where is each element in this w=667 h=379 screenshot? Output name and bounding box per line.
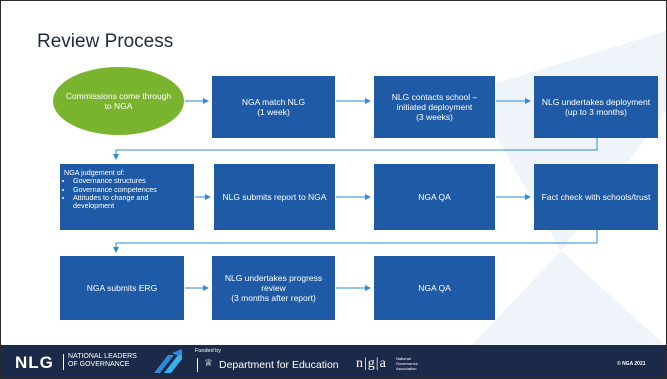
slide-title: Review Process [37,31,174,52]
nga-sub-line-2: Governance [396,360,418,366]
nga-qa-text-2: NGA QA [418,282,451,293]
dfe-divider [197,358,198,372]
nlg-contacts-box: NLG contacts school – initiated deployme… [374,76,495,138]
nlg-subtitle: NATIONAL LEADERS OF GOVERNANCE [68,353,137,369]
nlg-deployment-text: NLG undertakes deployment (up to 3 month… [541,96,651,117]
nlg-divider [63,354,64,370]
commissions-text: Commissions come through to NGA [65,90,172,111]
nga-qa-box-1: NGA QA [374,164,495,230]
nlg-arrow-stripe-icon [154,349,182,373]
fact-check-box: Fact check with schools/trust [534,164,658,230]
footer-bar: NLG NATIONAL LEADERS OF GOVERNANCE Funde… [1,345,666,378]
nga-sub-line-1: National [396,356,411,361]
nlg-progress-review-text: NLG undertakes progress review (3 months… [224,272,323,304]
nga-logo-subtitle: National Governance Association [396,356,418,371]
judgement-title: NGA judgement of: [64,168,125,177]
commissions-ellipse: Commissions come through to NGA [53,67,184,135]
funded-by-label: Funded by [195,348,221,354]
judgement-list: Governance structures Governance compete… [64,176,190,211]
nga-match-box: NGA match NLG (1 week) [212,76,335,138]
judgement-item: Attitudes to change and development [73,193,190,211]
nlg-line-1: NATIONAL LEADERS [68,353,137,360]
nlg-logo: NLG [15,353,54,372]
fact-check-text: Fact check with schools/trust [541,191,651,202]
nlg-line-2: OF GOVERNANCE [68,361,130,369]
nga-match-text: NGA match NLG (1 week) [241,96,306,117]
nlg-progress-review-box: NLG undertakes progress review (3 months… [212,256,335,320]
nlg-deployment-box: NLG undertakes deployment (up to 3 month… [534,76,658,138]
copyright-text: © NGA 2021 [617,361,646,367]
nga-submits-erg-text: NGA submits ERG [86,282,158,293]
nlg-contacts-text: NLG contacts school – initiated deployme… [391,91,478,123]
dfe-logo-text: Department for Education [219,359,339,371]
judgement-item: Governance competences [73,185,190,194]
nga-logo: n|g|a [356,356,387,371]
nlg-submits-report-text: NLG submits report to NGA [222,191,327,202]
nga-qa-box-2: NGA QA [374,256,495,320]
nga-submits-erg-box: NGA submits ERG [60,256,184,320]
nlg-submits-report-box: NLG submits report to NGA [214,164,335,230]
nga-qa-text-1: NGA QA [418,191,451,202]
nga-sub-line-3: Association [396,365,417,371]
royal-crest-icon: ♕ [204,358,213,369]
nga-judgement-box: NGA judgement of: Governance structures … [60,164,194,230]
judgement-item: Governance structures [73,176,190,185]
